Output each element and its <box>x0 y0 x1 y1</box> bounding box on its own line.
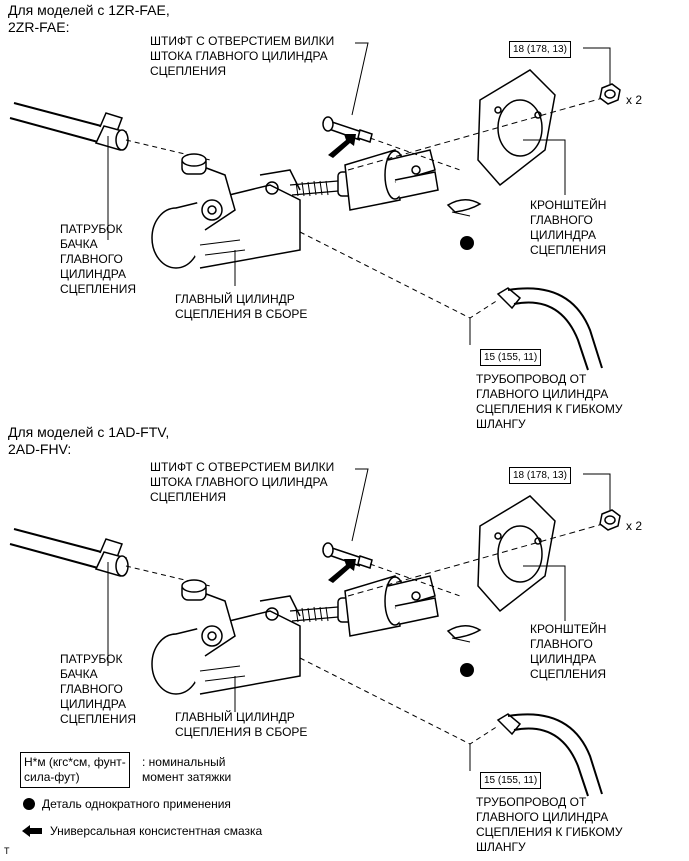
reservoir-label-bottom: ПАТРУБОК БАЧКА ГЛАВНОГО ЦИЛИНДРА СЦЕПЛЕН… <box>60 652 137 726</box>
bracket <box>347 69 611 187</box>
reservoir-label-top: ПАТРУБОК БАЧКА ГЛАВНОГО ЦИЛИНДРА СЦЕПЛЕН… <box>60 222 137 296</box>
model-heading-top: Для моделей с 1ZR-FAE, 2ZR-FAE: <box>8 2 170 35</box>
model-heading-bottom: Для моделей с 1AD-FTV, 2AD-FHV: <box>8 424 170 457</box>
pipe-label-top: ТРУБОПРОВОД ОТ ГЛАВНОГО ЦИЛИНДРА СЦЕПЛЕН… <box>476 372 623 431</box>
legend-single-use-icon <box>23 798 35 810</box>
nut-qty-bottom: x 2 <box>626 519 643 533</box>
pin-label-bottom: ШТИФТ С ОТВЕРСТИЕМ ВИЛКИ ШТОКА ГЛАВНОГО … <box>150 460 335 504</box>
bracket-label-bottom: КРОНШТЕЙН ГЛАВНОГО ЦИЛИНДРА СЦЕПЛЕНИЯ <box>530 622 607 681</box>
nut-qty-top: x 2 <box>626 93 643 107</box>
leaders <box>107 42 611 345</box>
clip <box>446 199 482 217</box>
legend-torque-unit-box: Н*м (кгс*см, фунт- сила-фут) <box>20 752 130 788</box>
pin-label-top: ШТИФТ С ОТВЕРСТИЕМ ВИЛКИ ШТОКА ГЛАВНОГО … <box>150 34 335 78</box>
single-use-mark-top <box>460 236 474 250</box>
nut <box>599 83 621 105</box>
legend-torque-desc: : номинальный момент затяжки <box>142 755 232 784</box>
cylinder-label-top: ГЛАВНЫЙ ЦИЛИНДР СЦЕПЛЕНИЯ В СБОРЕ <box>175 292 308 321</box>
pipe-torque-box-top: 15 (155, 11) <box>480 349 542 366</box>
grease-arrow-top <box>328 134 356 158</box>
legend-grease-icon <box>22 825 42 837</box>
legend-single-use-text: Деталь однократного применения <box>42 797 231 811</box>
nut-torque-box-bottom: 18 (178, 13) <box>509 467 571 484</box>
assembly-bottom <box>9 468 621 797</box>
master-cylinder <box>151 149 439 269</box>
grease-arrow-bottom <box>328 559 356 583</box>
bracket-label-top: КРОНШТЕЙН ГЛАВНОГО ЦИЛИНДРА СЦЕПЛЕНИЯ <box>530 198 607 257</box>
clevis-pin <box>322 116 461 171</box>
reservoir-hose <box>9 102 211 161</box>
nut-torque-box-top: 18 (178, 13) <box>509 41 571 58</box>
assembly-top <box>9 42 621 371</box>
single-use-mark-bottom <box>460 663 474 677</box>
corner-mark: T <box>4 846 10 856</box>
legend-grease-text: Универсальная консистентная смазка <box>50 824 263 838</box>
pipe-torque-box-bottom: 15 (155, 11) <box>480 772 542 789</box>
cylinder-label-bottom: ГЛАВНЫЙ ЦИЛИНДР СЦЕПЛЕНИЯ В СБОРЕ <box>175 710 308 739</box>
pipe-label-bottom: ТРУБОПРОВОД ОТ ГЛАВНОГО ЦИЛИНДРА СЦЕПЛЕН… <box>476 795 623 854</box>
